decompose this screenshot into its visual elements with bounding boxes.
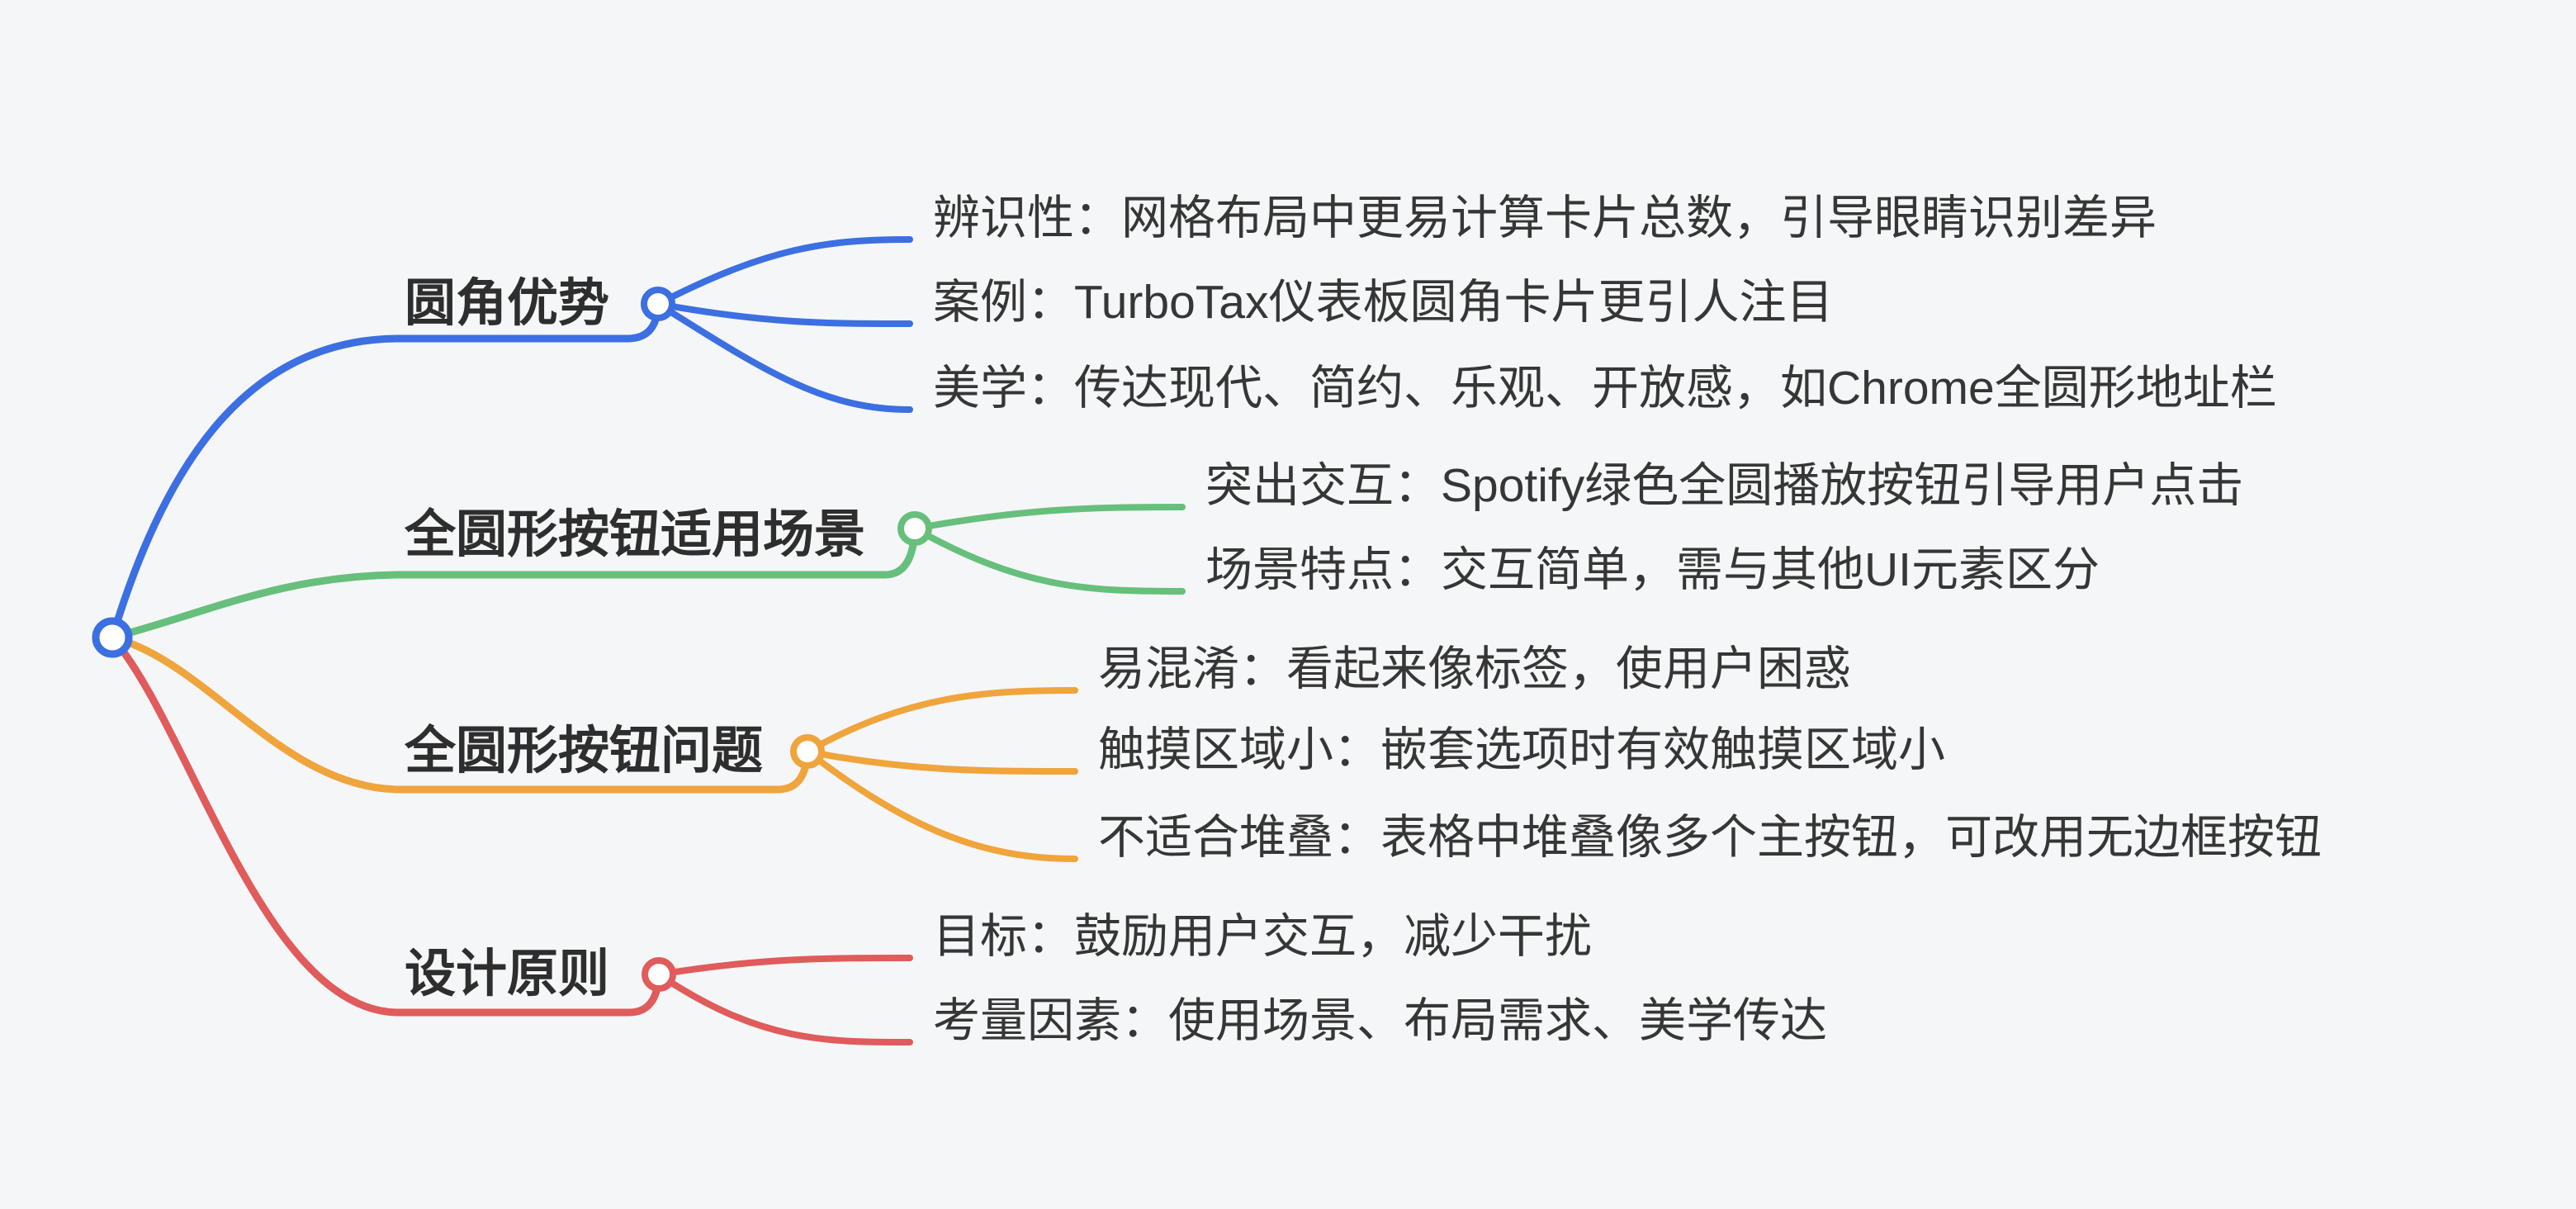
child-topic-1-3[interactable]: 美学：传达现代、简约、乐观、开放感，如Chrome全圆形地址栏: [933, 362, 2277, 415]
branch-connector-4: [108, 633, 663, 1017]
child-topic-3-3[interactable]: 不适合堆叠：表格中堆叠像多个主按钮，可改用无边框按钮: [1098, 811, 2322, 864]
root-node-handle[interactable]: [92, 617, 133, 658]
branch-handle-3[interactable]: [790, 734, 825, 769]
branch-topic-3[interactable]: 全圆形按钮问题: [405, 723, 764, 780]
child-connector-3-1: [804, 687, 1078, 755]
branch-topic-1[interactable]: 圆角优势: [405, 275, 610, 332]
branch-handle-2[interactable]: [897, 511, 932, 546]
branch-handle-1[interactable]: [641, 287, 675, 321]
child-connector-1-2: [655, 301, 913, 327]
branch-topic-2[interactable]: 全圆形按钮适用场景: [405, 506, 866, 563]
child-topic-1-1[interactable]: 辨识性：网格布局中更易计算卡片总数，引导眼睛识别差异: [933, 192, 2157, 244]
child-topic-1-2[interactable]: 案例：TurboTax仪表板圆角卡片更引人注目: [933, 276, 1834, 329]
child-topic-3-2[interactable]: 触摸区域小：嵌套选项时有效触摸区域小: [1098, 723, 1945, 776]
child-connector-2-2: [912, 525, 1186, 595]
child-connector-3-3: [804, 748, 1078, 862]
child-topic-3-1[interactable]: 易混淆：看起来像标签，使用户困惑: [1098, 642, 1851, 695]
child-connector-3-2: [804, 748, 1078, 775]
child-connector-4-2: [656, 971, 913, 1045]
branch-connector-1: [108, 300, 662, 642]
branch-topic-4[interactable]: 设计原则: [405, 946, 610, 1003]
child-connector-2-1: [912, 504, 1186, 532]
child-topic-4-1[interactable]: 目标：鼓励用户交互，减少干扰: [933, 910, 1592, 963]
child-topic-2-1[interactable]: 突出交互：Spotify绿色全圆播放按钮引导用户点击: [1205, 459, 2244, 512]
branch-connector-3: [108, 633, 812, 794]
child-topic-2-2[interactable]: 场景特点：交互简单，需与其他UI元素区分: [1205, 543, 2100, 596]
child-connector-1-3: [655, 301, 913, 413]
branch-handle-4[interactable]: [642, 957, 676, 992]
child-topic-4-2[interactable]: 考量因素：使用场景、布局需求、美学传达: [933, 994, 1827, 1047]
child-connector-4-1: [656, 955, 913, 978]
child-connector-1-1: [655, 236, 913, 307]
branch-connector-2: [108, 524, 919, 642]
